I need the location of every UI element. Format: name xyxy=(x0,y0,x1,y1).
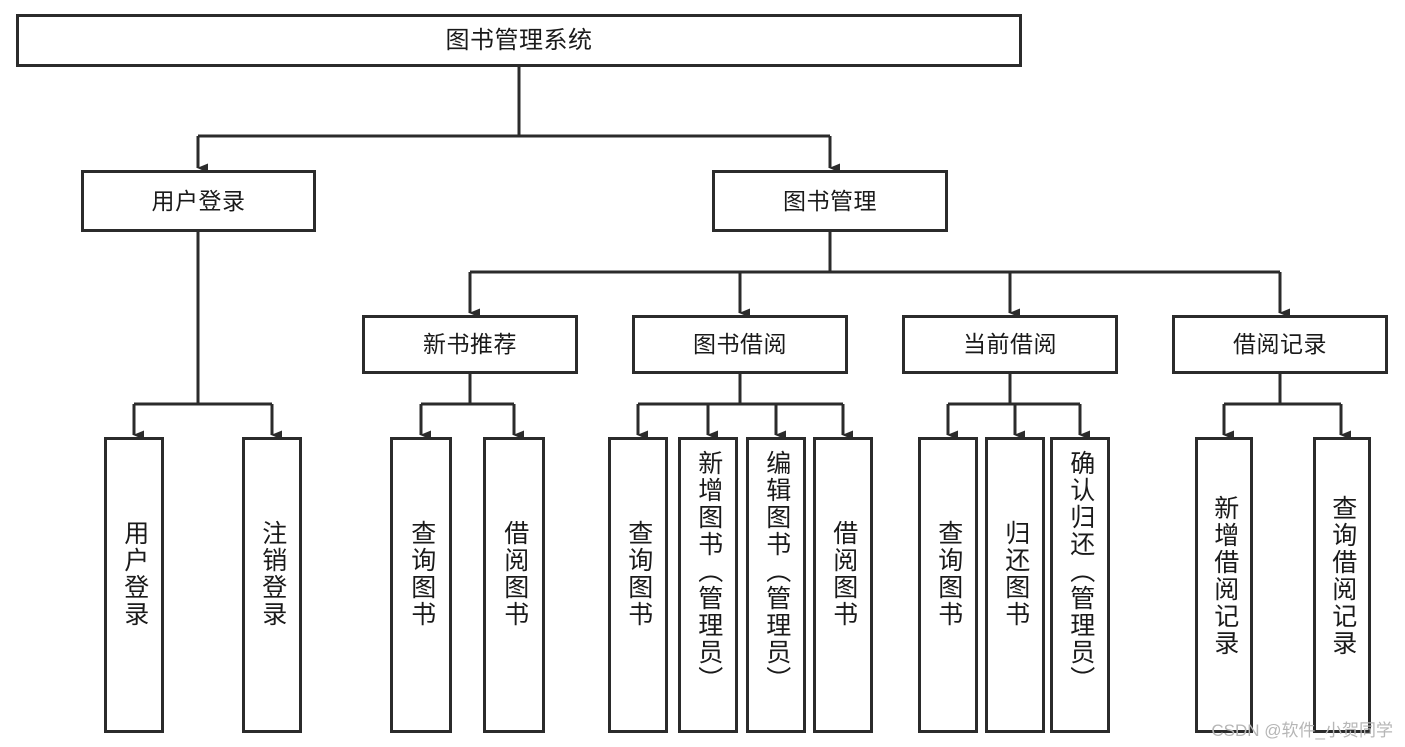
leaf-book-borrow-borrow-book[interactable]: 借阅图书 xyxy=(813,437,873,733)
node-user-login[interactable]: 用户登录 xyxy=(81,170,316,232)
node-label: 查询图书 xyxy=(407,520,436,628)
leaf-book-borrow-query-book[interactable]: 查询图书 xyxy=(608,437,668,733)
node-label: 注销登录 xyxy=(258,520,287,628)
node-label: 新增图书（管理员） xyxy=(694,450,723,693)
leaf-current-borrow-return-book[interactable]: 归还图书 xyxy=(985,437,1045,733)
node-label: 查询图书 xyxy=(624,520,653,628)
node-borrow-record[interactable]: 借阅记录 xyxy=(1172,315,1388,374)
leaf-borrow-record-add-record[interactable]: 新增借阅记录 xyxy=(1195,437,1253,733)
node-book-borrow[interactable]: 图书借阅 xyxy=(632,315,848,374)
leaf-new-book-borrow-book[interactable]: 借阅图书 xyxy=(483,437,545,733)
node-label: 图书管理 xyxy=(783,187,877,214)
leaf-user-login-login[interactable]: 用户登录 xyxy=(104,437,164,733)
leaf-borrow-record-query-record[interactable]: 查询借阅记录 xyxy=(1313,437,1371,733)
node-book-management[interactable]: 图书管理 xyxy=(712,170,948,232)
leaf-book-borrow-add-book-admin[interactable]: 新增图书（管理员） xyxy=(678,437,738,733)
node-label: 归还图书 xyxy=(1001,520,1030,628)
node-label: 图书借阅 xyxy=(693,331,787,358)
node-label: 新书推荐 xyxy=(423,331,517,358)
leaf-current-borrow-confirm-return-admin[interactable]: 确认归还（管理员） xyxy=(1050,437,1110,733)
node-label: 用户登录 xyxy=(151,187,246,214)
node-label: 查询借阅记录 xyxy=(1328,495,1357,657)
node-current-borrow[interactable]: 当前借阅 xyxy=(902,315,1118,374)
leaf-new-book-query-book[interactable]: 查询图书 xyxy=(390,437,452,733)
node-label: 查询图书 xyxy=(934,520,963,628)
node-label: 编辑图书（管理员） xyxy=(762,450,791,693)
node-new-book-recommend[interactable]: 新书推荐 xyxy=(362,315,578,374)
node-label: 借阅图书 xyxy=(829,520,858,628)
node-label: 借阅图书 xyxy=(500,520,529,628)
node-label: 确认归还（管理员） xyxy=(1066,450,1095,693)
leaf-book-borrow-edit-book-admin[interactable]: 编辑图书（管理员） xyxy=(746,437,806,733)
node-label: 图书管理系统 xyxy=(445,26,593,54)
node-root-library-management-system[interactable]: 图书管理系统 xyxy=(16,14,1022,67)
node-label: 新增借阅记录 xyxy=(1210,495,1239,657)
node-label: 借阅记录 xyxy=(1233,331,1327,358)
leaf-user-login-logout[interactable]: 注销登录 xyxy=(242,437,302,733)
node-label: 用户登录 xyxy=(120,520,149,628)
leaf-current-borrow-query-book[interactable]: 查询图书 xyxy=(918,437,978,733)
watermark-text: CSDN @软件_小贺同学 xyxy=(1211,721,1393,740)
node-label: 当前借阅 xyxy=(963,331,1057,358)
